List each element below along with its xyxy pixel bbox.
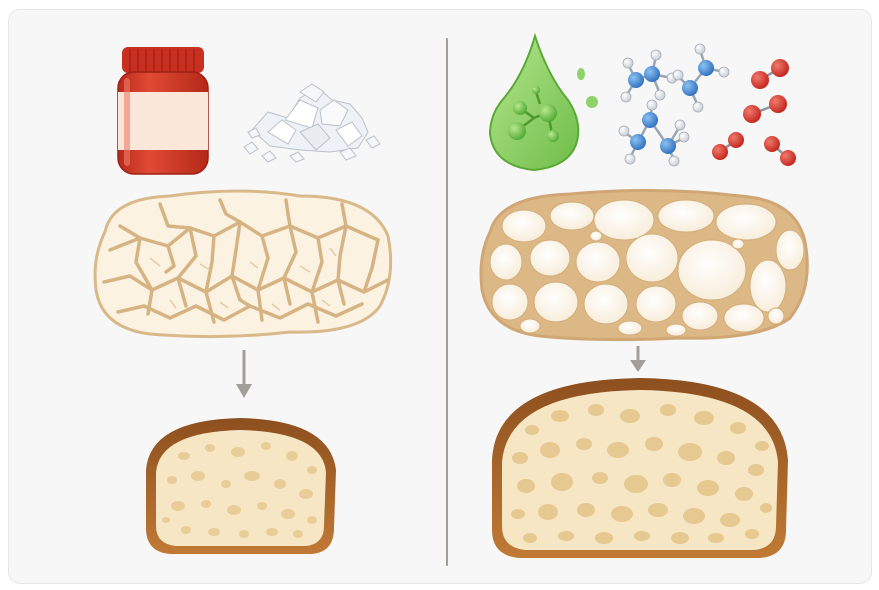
- bubbly-dough-network: [481, 190, 807, 339]
- small-bread-loaf: [146, 418, 336, 554]
- down-arrow-icon: [630, 346, 646, 372]
- large-bread-loaf: [492, 378, 788, 558]
- down-arrow-icon: [236, 350, 252, 398]
- dense-dough-network: [95, 191, 391, 337]
- red-jar-icon: [118, 47, 208, 174]
- salt-crystals-icon: [244, 84, 380, 162]
- green-droplet-icon: [490, 36, 598, 170]
- blue-molecules-icon: [619, 44, 729, 166]
